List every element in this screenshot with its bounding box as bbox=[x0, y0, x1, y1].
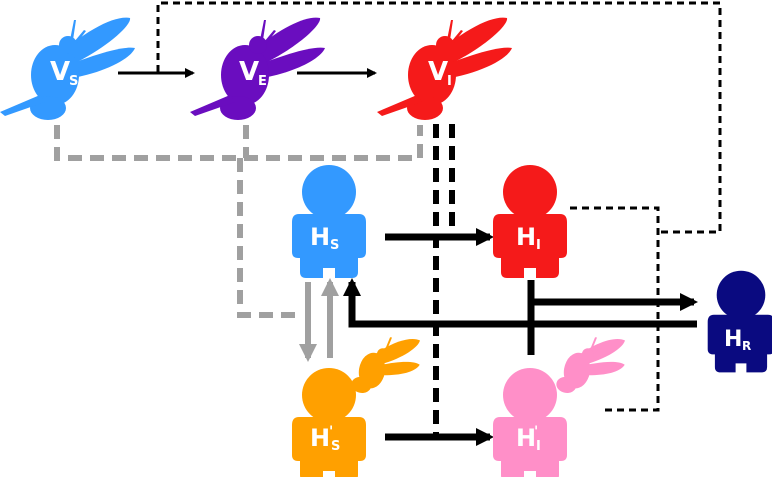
node-vi-label: V bbox=[428, 57, 448, 87]
hi-feedback-connector bbox=[570, 206, 660, 412]
node-hi-prime-label: H bbox=[516, 424, 536, 452]
node-hi-sub: I bbox=[536, 238, 541, 253]
node-hs-prime: H ' S bbox=[292, 329, 424, 477]
person-icon bbox=[707, 270, 772, 373]
hr-to-hs-arrow bbox=[343, 278, 697, 328]
node-vs-sub: S bbox=[69, 74, 78, 89]
node-hs-prime-label: H bbox=[310, 424, 330, 452]
node-hi-label: H bbox=[516, 223, 536, 251]
node-hi-prime-sub: I bbox=[536, 439, 541, 454]
vector-contact-lines bbox=[54, 125, 423, 318]
node-hr: H R bbox=[707, 270, 772, 373]
human-arrows bbox=[343, 228, 697, 446]
vi-infection-lines bbox=[433, 124, 455, 440]
node-ve-label: V bbox=[239, 57, 259, 87]
node-hs: H S bbox=[292, 165, 366, 278]
hi-to-vs-feedback-line bbox=[156, 1, 722, 234]
node-vi: V I bbox=[377, 17, 512, 120]
node-hs-prime-mark: ' bbox=[329, 424, 333, 440]
hi-to-hr-arrow bbox=[527, 280, 694, 355]
node-hs-prime-sub: S bbox=[331, 439, 340, 454]
node-hs-label: H bbox=[310, 223, 330, 251]
node-ve-sub: E bbox=[258, 74, 267, 89]
vector-bus-line bbox=[54, 125, 423, 161]
node-hi-prime-mark: ' bbox=[534, 424, 538, 440]
node-ve: V E bbox=[190, 17, 325, 120]
hs-exchange-arrows bbox=[299, 278, 339, 362]
node-hi: H I bbox=[493, 165, 567, 278]
person-icon bbox=[493, 165, 567, 278]
person-with-mosquito-icon bbox=[292, 329, 424, 477]
node-hr-sub: R bbox=[742, 339, 751, 353]
node-hi-prime: H ' I bbox=[493, 329, 629, 477]
node-vs-label: V bbox=[50, 57, 70, 87]
node-hr-label: H bbox=[724, 327, 742, 352]
infection-feedback-lines bbox=[156, 1, 722, 412]
node-vs: V S bbox=[0, 17, 135, 120]
node-vi-sub: I bbox=[447, 74, 452, 89]
node-hs-sub: S bbox=[330, 238, 339, 253]
person-with-mosquito-icon bbox=[493, 329, 629, 477]
vector-to-hs-line bbox=[237, 158, 300, 318]
person-icon bbox=[292, 165, 366, 278]
